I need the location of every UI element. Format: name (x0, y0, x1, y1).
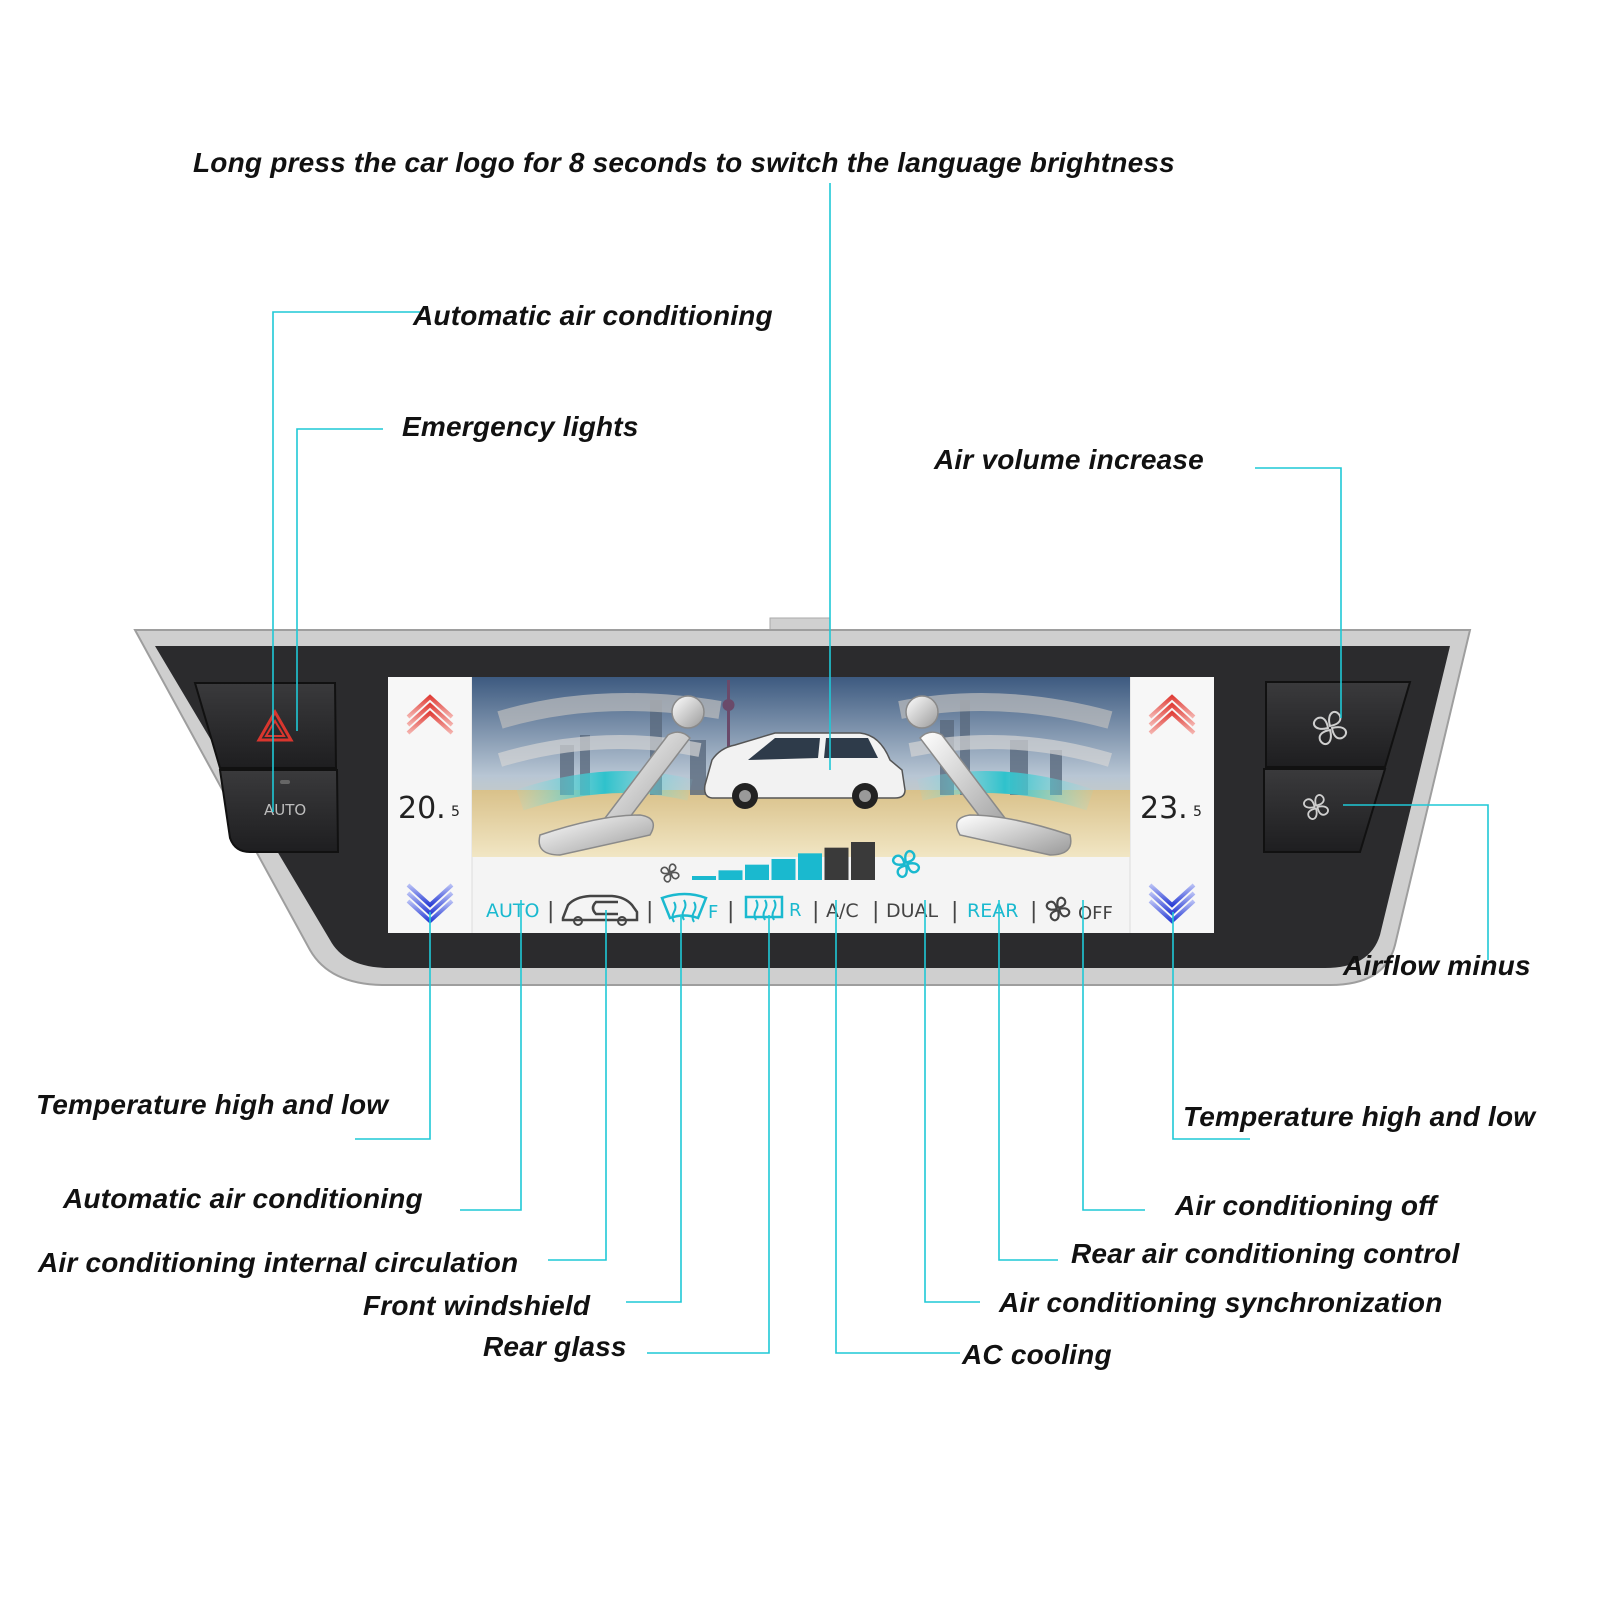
temp-up-left-button[interactable] (406, 694, 454, 735)
leader-auto-bottom (460, 900, 522, 1211)
auto-button[interactable] (218, 769, 340, 853)
leader-front-windshield (626, 915, 682, 1303)
leader-internal-circulation (548, 910, 607, 1261)
car-logo-image[interactable] (703, 732, 906, 809)
callout-sync: Air conditioning synchronization (999, 1287, 1443, 1318)
status-rear[interactable]: REAR (967, 900, 1018, 922)
fan-level-bar (718, 870, 743, 880)
temp-up-right-button[interactable] (1148, 694, 1196, 735)
status-separator: | (812, 899, 819, 924)
fan-down-button[interactable] (1263, 768, 1387, 853)
fan-off-icon (1045, 896, 1071, 922)
leader-temp-left (355, 912, 431, 1140)
callout-auto-top: Automatic air conditioning (413, 300, 773, 331)
rear-defrost-icon (744, 895, 784, 921)
rear-defrost-button[interactable]: R (789, 900, 802, 921)
leader-ac-cooling (835, 900, 960, 1354)
fan-level-bar (798, 853, 822, 880)
fan-level-bar (851, 842, 875, 880)
right-temp-main: 23. (1140, 791, 1188, 826)
right-temp-decimal: 5 (1193, 804, 1202, 820)
auto-button-label: AUTO (264, 801, 306, 819)
leader-temp-right (1172, 912, 1250, 1140)
hazard-button[interactable] (193, 682, 338, 769)
auto-indicator (280, 780, 290, 784)
status-dual[interactable]: DUAL (886, 900, 939, 922)
status-separator: | (951, 899, 958, 924)
leader-ac-off (1082, 900, 1145, 1211)
fan-large-icon (1312, 710, 1348, 746)
callout-rear-glass: Rear glass (483, 1331, 627, 1362)
callout-temp-left: Temperature high and low (36, 1089, 389, 1120)
status-separator: | (1030, 899, 1037, 924)
status-separator: | (727, 899, 734, 924)
callout-temp-right: Temperature high and low (1183, 1101, 1536, 1132)
callout-internal-circulation: Air conditioning internal circulation (38, 1247, 519, 1278)
fan-small-icon (1303, 794, 1329, 820)
leader-rear-glass (647, 915, 770, 1354)
callout-front-windshield: Front windshield (363, 1290, 591, 1321)
callout-emergency: Emergency lights (402, 411, 639, 442)
leader-emergency (296, 428, 383, 731)
leader-airflow-minus (1343, 804, 1489, 960)
car-scene-image (472, 677, 1130, 857)
hazard-triangle-icon (256, 708, 294, 742)
status-separator: | (547, 899, 554, 924)
leader-sync (924, 900, 980, 1303)
fan-level-bar (745, 864, 769, 880)
status-separator: | (646, 899, 653, 924)
fan-level-bar (824, 847, 849, 880)
status-separator: | (872, 899, 879, 924)
status-off[interactable]: OFF (1078, 903, 1113, 924)
front-defrost-button[interactable]: F (708, 902, 718, 923)
left-temp-panel (388, 677, 472, 933)
callout-ac-off: Air conditioning off (1175, 1190, 1437, 1221)
callout-ac-cooling: AC cooling (962, 1339, 1112, 1370)
callout-air-volume-increase: Air volume increase (934, 444, 1204, 475)
left-temp-main: 20. (398, 791, 446, 826)
leader-auto-top (272, 311, 420, 812)
callout-top: Long press the car logo for 8 seconds to… (193, 147, 1175, 178)
fan-small-lcd-icon (660, 863, 680, 883)
front-defrost-icon (660, 892, 708, 923)
fan-level-indicator (660, 842, 921, 883)
callout-airflow-minus: Airflow minus (1343, 950, 1531, 981)
leader-air-volume-increase (1255, 467, 1342, 718)
leader-rear-control (998, 900, 1058, 1261)
fan-level-bar (692, 876, 716, 880)
fan-up-button[interactable] (1265, 681, 1412, 768)
right-temp-panel (1130, 677, 1214, 933)
status-auto[interactable]: AUTO (486, 900, 539, 922)
left-temp-decimal: 5 (451, 804, 460, 820)
recirculation-button[interactable] (561, 894, 639, 926)
fan-lcd-icon (891, 849, 921, 879)
temp-down-right-button[interactable] (1148, 883, 1196, 924)
leader-lines (272, 183, 1489, 1354)
callout-auto-bottom: Automatic air conditioning (63, 1183, 423, 1214)
callout-rear-control: Rear air conditioning control (1071, 1238, 1460, 1269)
status-ac[interactable]: A/C (826, 900, 859, 922)
fan-level-bar (771, 859, 796, 880)
